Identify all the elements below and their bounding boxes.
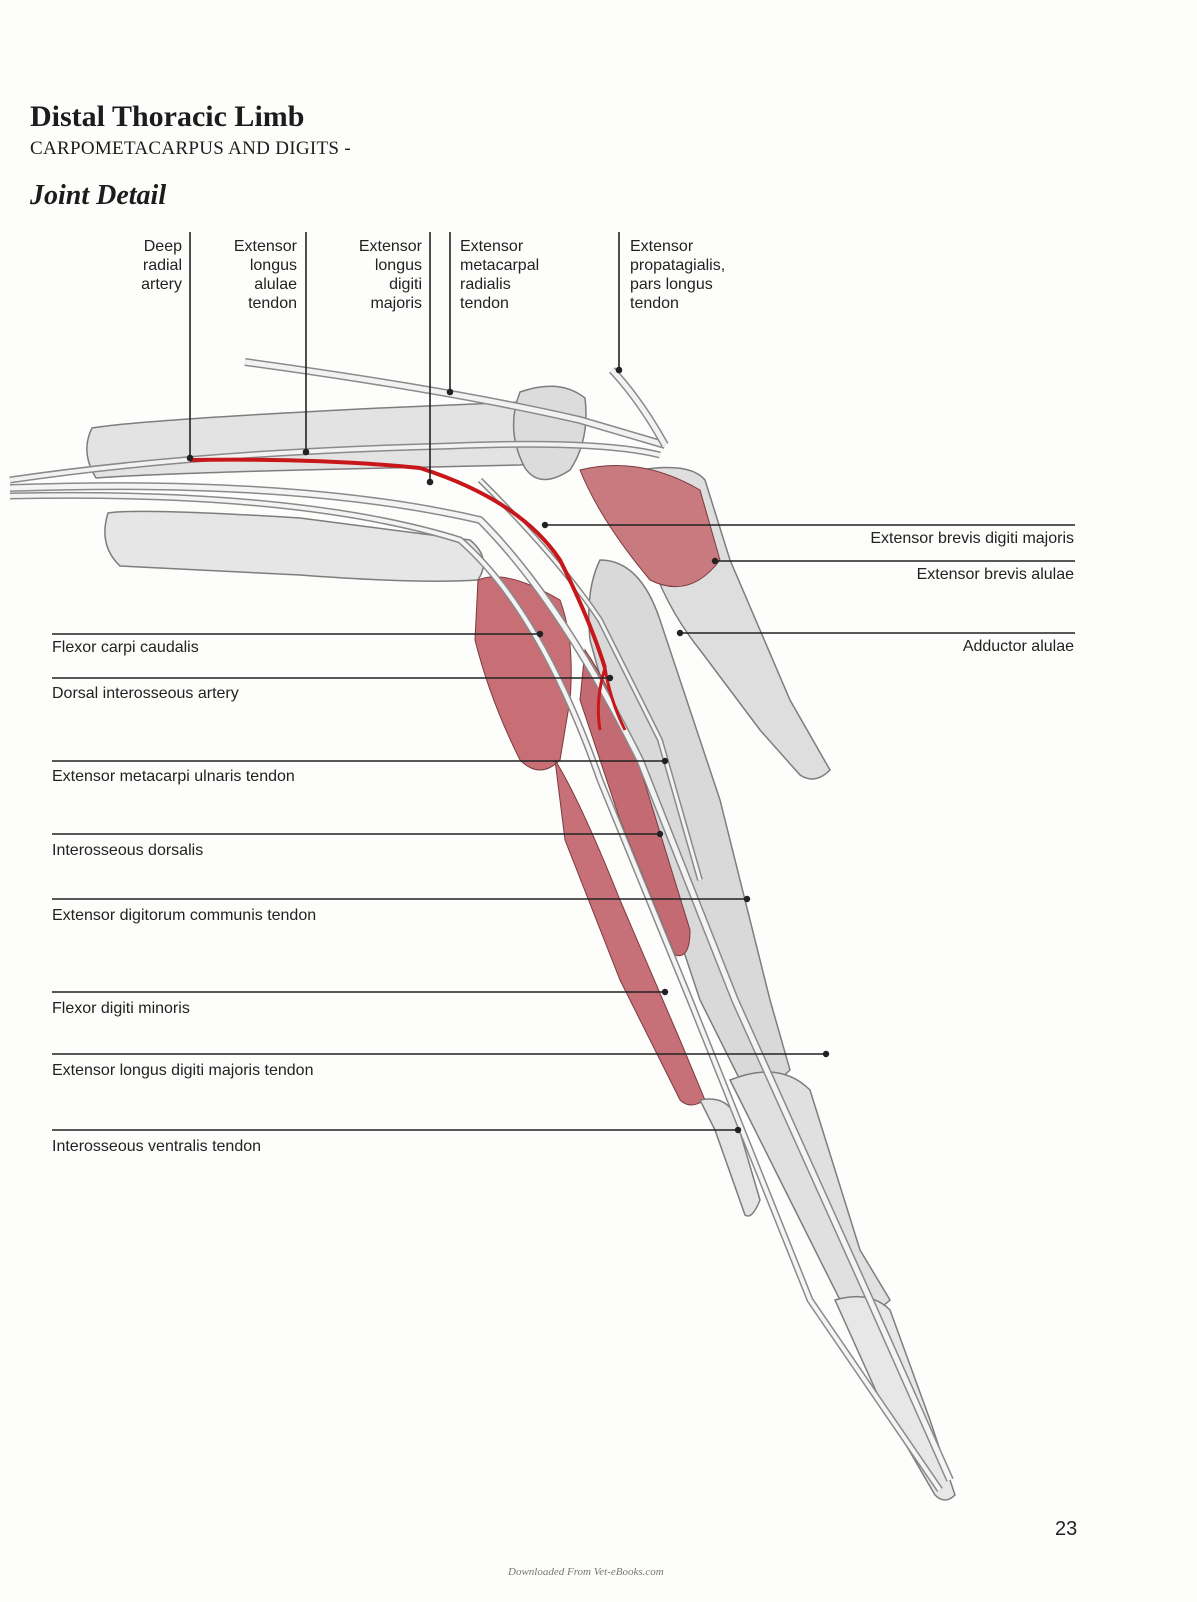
- label-flexor-carpi-caudalis: Flexor carpi caudalis: [52, 639, 199, 656]
- label-interosseous-dorsalis: Interosseous dorsalis: [52, 842, 204, 859]
- label-extensor-longus-digiti-majoris: Extensor longus digiti majoris: [358, 238, 422, 312]
- label-extensor-longus-alulae-tendon: Extensor longus alulae tendon: [233, 238, 297, 312]
- label-extensor-metacarpi-ulnaris-tendon: Extensor metacarpi ulnaris tendon: [52, 768, 295, 785]
- label-extensor-longus-digiti-majoris-tendon: Extensor longus digiti majoris tendon: [52, 1062, 314, 1079]
- section-heading: Joint Detail: [30, 180, 167, 211]
- label-extensor-digitorum-communis-tendon: Extensor digitorum communis tendon: [52, 907, 317, 924]
- page-subtitle: CARPOMETACARPUS AND DIGITS -: [30, 138, 351, 159]
- label-extensor-propatagialis-tendon: Extensor propatagialis, pars longus tend…: [630, 238, 726, 312]
- minor-digit-bone: [698, 1098, 761, 1217]
- flexor-digiti-minoris-muscle: [554, 759, 706, 1106]
- ulna-bone: [104, 510, 485, 582]
- label-extensor-brevis-digiti-majoris: Extensor brevis digiti majoris: [870, 530, 1074, 547]
- deep-radial-artery: [189, 457, 607, 669]
- label-interosseous-ventralis-tendon: Interosseous ventralis tendon: [52, 1138, 262, 1155]
- interosseous-dorsalis-muscle: [579, 648, 691, 957]
- footer-watermark: Downloaded From Vet-eBooks.com: [508, 1566, 664, 1578]
- dorsal-interosseous-artery: [596, 667, 627, 731]
- major-digit-phalanx-2: [833, 1295, 956, 1501]
- radius-bone: [86, 401, 571, 479]
- page-title: Distal Thoracic Limb: [30, 100, 305, 133]
- label-deep-radial-artery: Deep radial artery: [141, 238, 182, 293]
- extensor-brevis-muscle: [579, 465, 721, 588]
- label-extensor-metacarpal-radialis-tendon: Extensor metacarpal radialis tendon: [460, 238, 540, 312]
- carpal-bone: [512, 385, 587, 481]
- label-extensor-brevis-alulae: Extensor brevis alulae: [916, 566, 1074, 583]
- label-flexor-digiti-minoris: Flexor digiti minoris: [52, 1000, 190, 1017]
- label-adductor-alulae: Adductor alulae: [962, 638, 1074, 655]
- label-dorsal-interosseous-artery: Dorsal interosseous artery: [52, 685, 239, 702]
- page-number: 23: [1055, 1518, 1078, 1540]
